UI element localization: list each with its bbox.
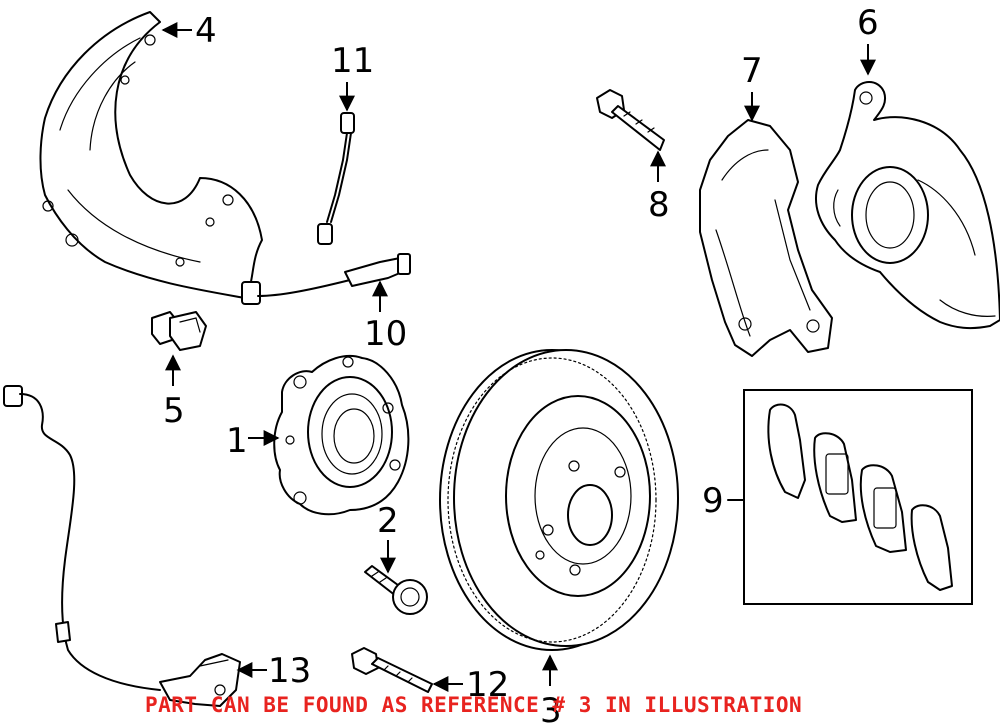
callout-13: 13	[268, 651, 311, 691]
wheel-hub-part	[273, 354, 410, 516]
callout-3: 3	[540, 691, 562, 727]
callout-numbers: 4 11 10 5 6 7 8 1 2 3 12 13 9	[163, 3, 879, 727]
callout-11: 11	[331, 41, 374, 81]
hub-bolt-part	[151, 311, 207, 351]
brake-pads-frame	[743, 389, 973, 605]
steering-knuckle-part	[815, 81, 1000, 330]
splash-shield-part	[39, 11, 263, 299]
callout-8: 8	[648, 185, 670, 225]
leader-arrows	[161, 22, 876, 692]
callout-4: 4	[195, 11, 217, 51]
wear-sensor-connector-part	[241, 253, 411, 305]
caliper-bracket-part	[699, 119, 833, 357]
callout-5: 5	[163, 391, 185, 431]
callout-10: 10	[364, 314, 407, 354]
abs-sensor-part	[3, 385, 241, 707]
reference-note: PART CAN BE FOUND AS REFERENCE # 3 IN IL…	[145, 693, 803, 717]
callout-12: 12	[466, 665, 509, 705]
callout-7: 7	[741, 51, 763, 91]
brake-pads-part	[743, 389, 973, 605]
hub-mounting-bolt-part	[364, 565, 428, 615]
caliper-bolt-part	[596, 89, 665, 151]
brake-disc-part	[439, 349, 679, 651]
callout-1: 1	[226, 421, 248, 461]
callout-2: 2	[377, 501, 399, 541]
wear-sensor-part	[317, 112, 355, 245]
callout-6: 6	[857, 3, 879, 43]
callout-9: 9	[702, 481, 724, 521]
long-bolt-part	[351, 647, 433, 693]
